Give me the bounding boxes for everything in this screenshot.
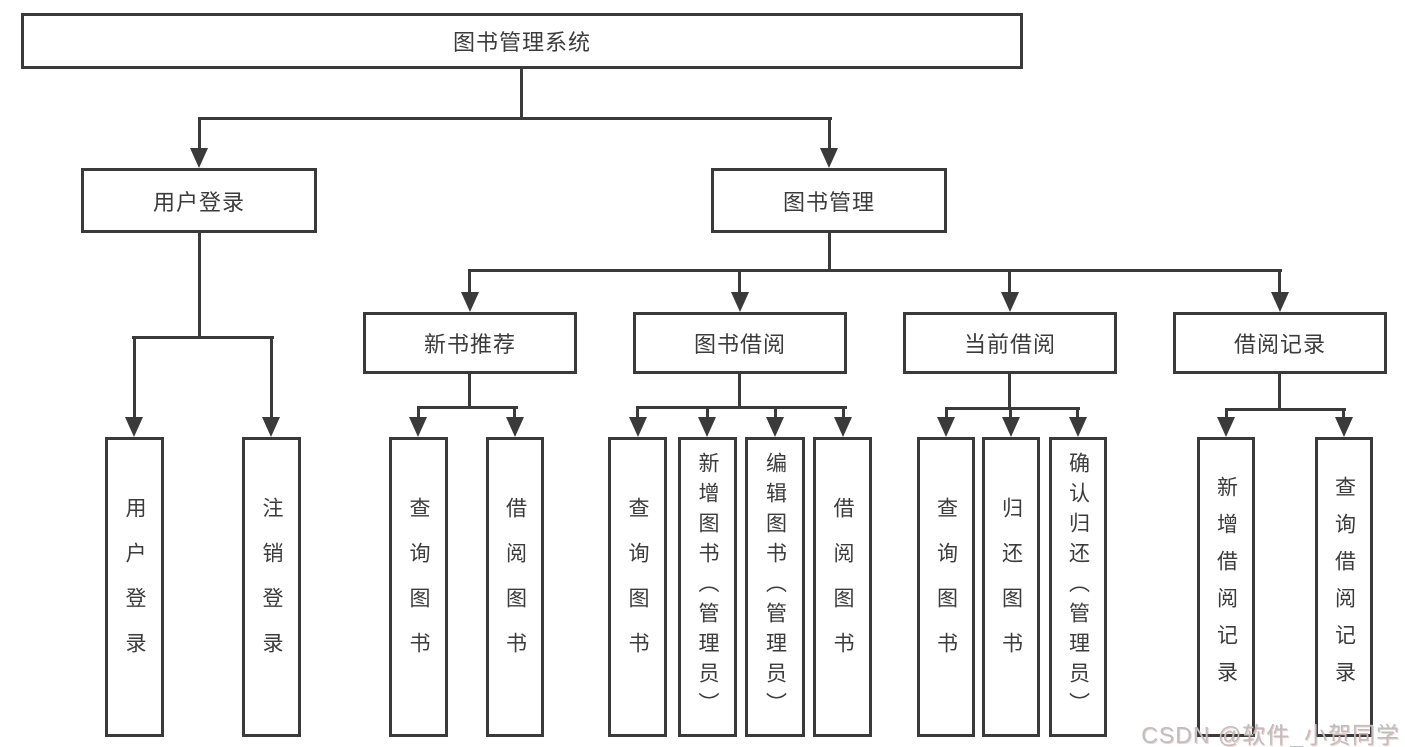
- connector: [636, 406, 639, 420]
- leaf-label: 归还图书: [999, 497, 1023, 677]
- connector: [637, 406, 847, 409]
- arrowhead-icon: [125, 417, 143, 437]
- arrowhead-icon: [1335, 417, 1353, 437]
- connector: [1278, 269, 1281, 297]
- connector: [945, 407, 948, 420]
- connector: [270, 336, 273, 420]
- connector: [1225, 408, 1228, 420]
- leaf-label: 查询图书: [934, 497, 958, 677]
- node-user-login: 用户登录: [81, 168, 317, 233]
- node-current-borrowing: 当前借阅: [903, 312, 1117, 374]
- leaf-borrow-books-recommend: 借阅图书: [486, 437, 544, 737]
- connector: [133, 336, 136, 420]
- arrowhead-icon: [506, 417, 524, 437]
- connector: [842, 406, 845, 420]
- node-label: 图书管理系统: [452, 30, 591, 55]
- connector: [774, 406, 777, 420]
- arrowhead-icon: [698, 417, 716, 437]
- connector: [738, 269, 741, 297]
- node-label: 图书借阅: [693, 332, 786, 357]
- connector: [417, 406, 518, 409]
- connector: [738, 374, 741, 409]
- arrowhead-icon: [766, 417, 784, 437]
- connector: [1225, 408, 1346, 411]
- arrowhead-icon: [1069, 417, 1087, 437]
- leaf-label: 查询图书: [626, 497, 649, 677]
- connector: [520, 69, 523, 117]
- arrowhead-icon: [937, 417, 955, 437]
- leaf-label: 新增图书（管理员）: [696, 452, 719, 722]
- connector: [1008, 374, 1011, 410]
- leaf-user-login: 用户登录: [105, 437, 164, 737]
- arrowhead-icon: [629, 417, 647, 437]
- leaf-borrow-books: 借阅图书: [813, 437, 872, 737]
- node-label: 新书推荐: [423, 332, 516, 357]
- connector: [198, 117, 201, 151]
- leaf-label: 用户登录: [123, 497, 146, 677]
- connector: [1009, 407, 1012, 420]
- node-label: 当前借阅: [963, 332, 1056, 357]
- leaf-label: 借阅图书: [831, 497, 854, 677]
- leaf-label: 确认归还（管理员）: [1066, 452, 1090, 722]
- leaf-logout: 注销登录: [242, 437, 301, 737]
- arrowhead-icon: [820, 148, 838, 168]
- arrowhead-icon: [1271, 292, 1289, 312]
- leaf-query-books-current: 查询图书: [917, 437, 975, 737]
- connector: [828, 117, 831, 151]
- connector: [1342, 408, 1345, 420]
- leaf-label: 新增借阅记录: [1214, 476, 1238, 698]
- arrowhead-icon: [461, 292, 479, 312]
- leaf-label: 查询借阅记录: [1332, 476, 1356, 698]
- connector: [945, 407, 1080, 410]
- connector: [198, 117, 832, 120]
- arrowhead-icon: [1217, 417, 1235, 437]
- arrowhead-icon: [262, 417, 280, 437]
- leaf-label: 借阅图书: [503, 497, 527, 677]
- leaf-query-borrow-record: 查询借阅记录: [1315, 437, 1373, 737]
- leaf-confirm-return-admin: 确认归还（管理员）: [1049, 437, 1107, 737]
- connector: [828, 233, 831, 272]
- arrowhead-icon: [731, 292, 749, 312]
- arrowhead-icon: [409, 417, 427, 437]
- leaf-query-books-recommend: 查询图书: [389, 437, 448, 737]
- node-library-management-system: 图书管理系统: [21, 13, 1023, 69]
- arrowhead-icon: [834, 417, 852, 437]
- leaf-label: 查询图书: [407, 497, 430, 677]
- node-label: 借阅记录: [1233, 332, 1326, 357]
- leaf-add-books-admin: 新增图书（管理员）: [678, 437, 737, 737]
- connector: [417, 406, 420, 420]
- connector: [468, 374, 471, 409]
- node-label: 图书管理: [782, 189, 875, 215]
- arrowhead-icon: [1002, 417, 1020, 437]
- node-book-borrowing: 图书借阅: [633, 312, 847, 374]
- leaf-add-borrow-record: 新增借阅记录: [1197, 437, 1255, 737]
- node-book-management: 图书管理: [711, 168, 947, 233]
- csdn-watermark: CSDN @软件_小贺同学: [1141, 722, 1400, 747]
- leaf-return-books: 归还图书: [982, 437, 1040, 737]
- connector: [198, 233, 201, 339]
- arrowhead-icon: [190, 148, 208, 168]
- connector: [513, 406, 516, 420]
- connector: [706, 406, 709, 420]
- connector: [1008, 269, 1011, 297]
- leaf-label: 编辑图书（管理员）: [763, 452, 787, 722]
- leaf-label: 注销登录: [260, 497, 283, 677]
- leaf-edit-books-admin: 编辑图书（管理员）: [745, 437, 805, 737]
- connector: [1076, 407, 1079, 420]
- connector: [132, 336, 274, 339]
- node-label: 用户登录: [152, 189, 245, 215]
- node-new-book-recommend: 新书推荐: [363, 312, 577, 374]
- arrowhead-icon: [1001, 292, 1019, 312]
- node-borrowing-records: 借阅记录: [1173, 312, 1387, 374]
- connector: [468, 269, 471, 297]
- connector: [468, 269, 1282, 272]
- leaf-query-books-borrowing: 查询图书: [608, 437, 667, 737]
- connector: [1278, 374, 1281, 411]
